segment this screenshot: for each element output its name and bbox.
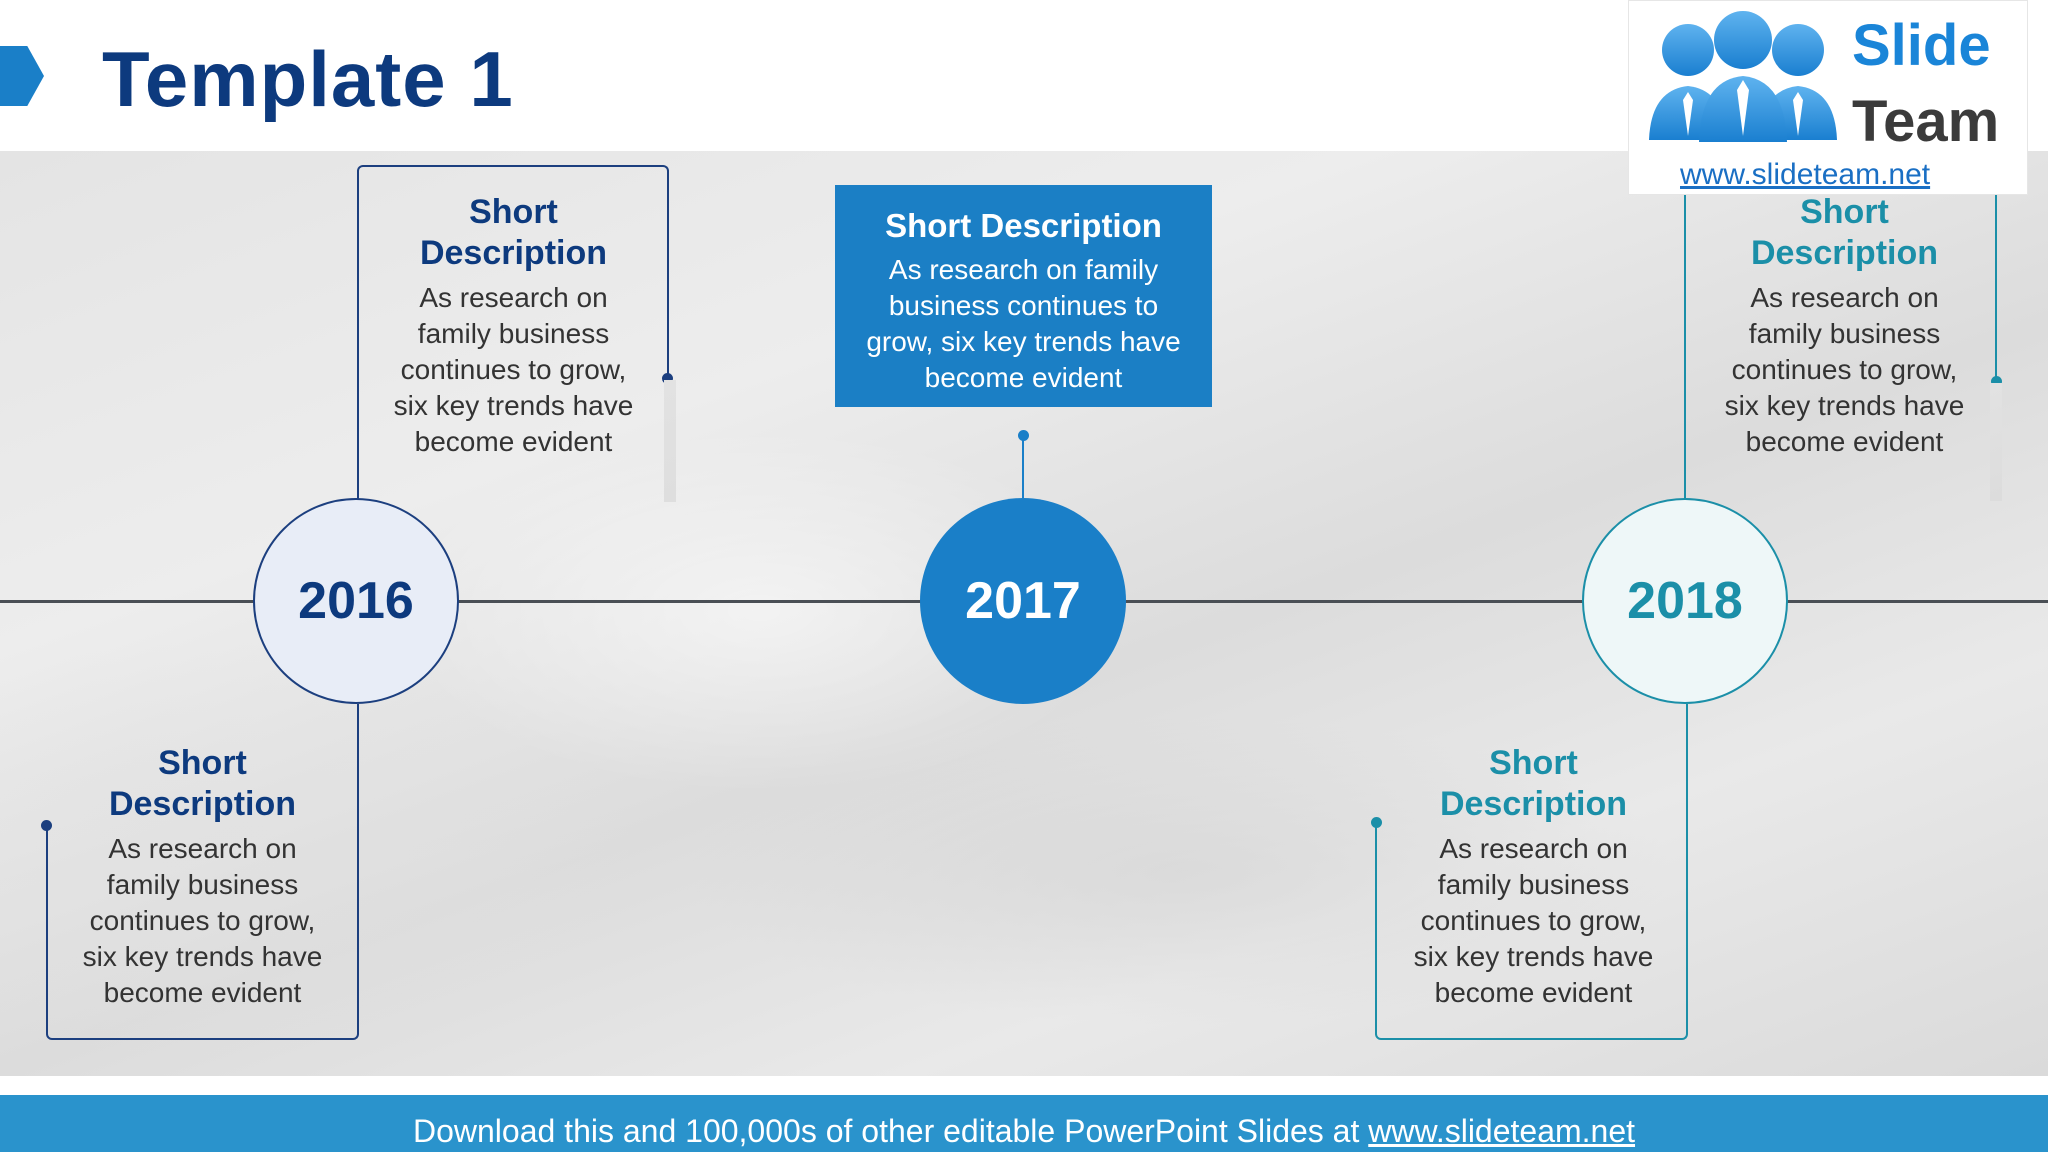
footer-banner: Download this and 100,000s of other edit…: [0, 1095, 2048, 1152]
description-body: As research on family business continues…: [393, 282, 634, 457]
connector-dot: [1371, 817, 1382, 828]
connector-2018-top-right-cut: [1990, 383, 2002, 501]
description-bottom-left: Short Description As research on family …: [54, 743, 351, 1011]
description-body: As research on family business continues…: [1724, 282, 1965, 457]
description-heading: Short Description: [1439, 744, 1628, 823]
connector-dot: [1991, 376, 2002, 387]
description-top-left: Short Description As research on family …: [365, 192, 662, 460]
footer-text: Download this and 100,000s of other edit…: [412, 1113, 1369, 1149]
connector-2016-bottom: [46, 824, 359, 1040]
footer-link[interactable]: www.slideteam.net: [1368, 1113, 1636, 1149]
description-top-right: Short Description As research on family …: [1696, 192, 1993, 460]
page-title: Template 1: [102, 35, 514, 123]
connector-dot: [662, 373, 673, 384]
description-heading: Short Description: [108, 744, 297, 823]
description-heading: Short Description: [1750, 193, 1939, 272]
logo-word-slide: Slide: [1852, 13, 1991, 78]
connector-2018-bottom-riser: [1686, 704, 1688, 824]
connector-dot: [1018, 430, 1029, 441]
connector-dot: [41, 820, 52, 831]
description-body: As research on family business continues…: [1413, 833, 1654, 1008]
connector-2017: [1022, 436, 1024, 498]
title-accent-tab: [0, 46, 44, 106]
year-circle-2018: 2018: [1582, 498, 1788, 704]
description-body: As research on family business continues…: [866, 254, 1181, 393]
description-body: As research on family business continues…: [82, 833, 323, 1008]
people-icon: [1649, 11, 1837, 142]
description-heading: Short Description: [419, 193, 608, 272]
connector-2016-top-right-cut: [664, 380, 676, 502]
description-bottom-right: Short Description As research on family …: [1385, 743, 1682, 1011]
connector-2018-bottom: [1375, 824, 1688, 1040]
connector-2016-top: [357, 165, 669, 499]
description-center-box: Short Description As research on family …: [835, 185, 1212, 407]
year-circle-2016: 2016: [253, 498, 459, 704]
connector-2016-bottom-riser: [357, 704, 359, 824]
description-heading: Short Description: [885, 207, 1162, 244]
logo-word-team: Team: [1852, 89, 2000, 154]
year-circle-2017: 2017: [920, 498, 1126, 704]
logo-url-link[interactable]: www.slideteam.net: [1680, 158, 1931, 191]
